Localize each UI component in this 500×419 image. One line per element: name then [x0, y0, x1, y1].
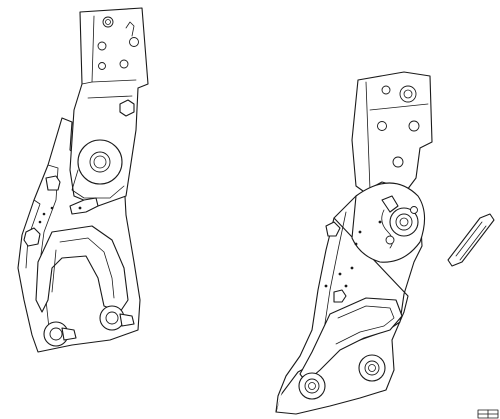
right-recliner-bracket-assembly: [275, 71, 433, 415]
right-sector-disc: [351, 182, 426, 263]
right-upper-arm: [351, 71, 433, 197]
left-slot-frame: [35, 225, 129, 313]
right-slot-frame: [299, 297, 403, 383]
left-recliner-bracket-assembly: [17, 7, 149, 353]
separate-link-part: [447, 213, 495, 267]
corner-symbol-icon: [477, 409, 499, 419]
